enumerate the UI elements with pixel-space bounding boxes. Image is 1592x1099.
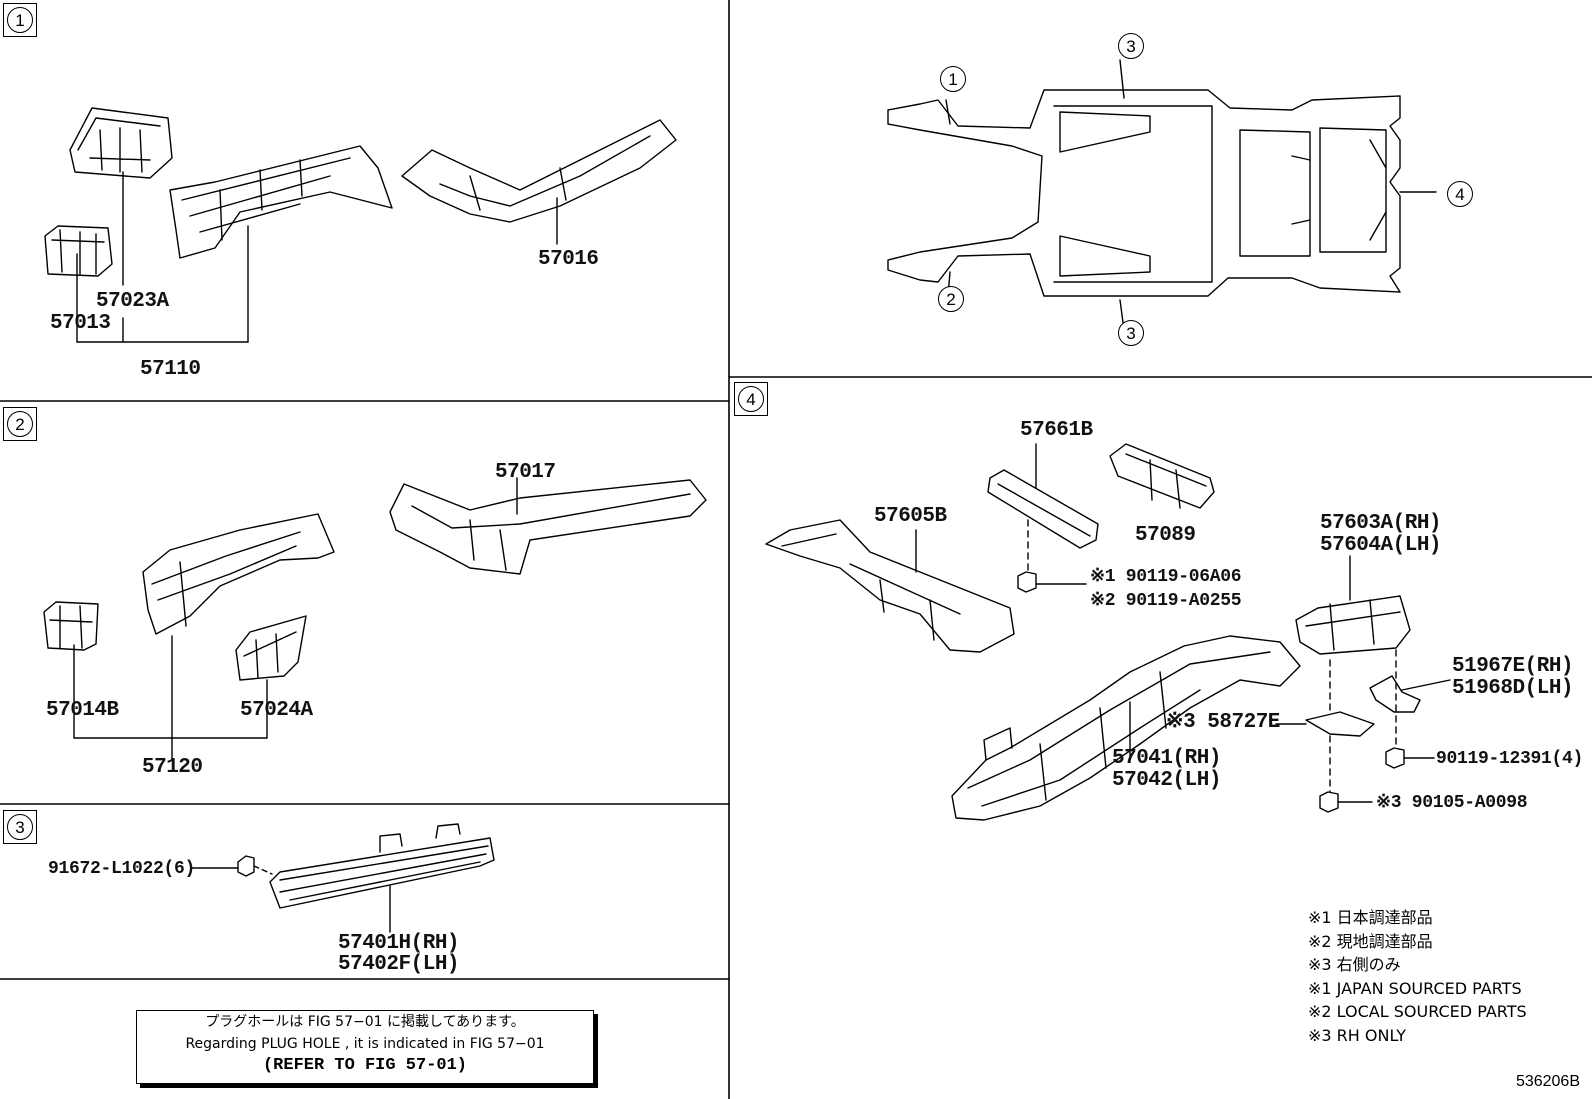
part-57402F-LH: 57402F(LH) (338, 953, 460, 976)
plug-hole-note: プラグホールは FIG 57−01 に掲載してあります。 Regarding P… (136, 1010, 594, 1084)
part-57089: 57089 (1135, 524, 1196, 547)
part-57023A: 57023A (96, 290, 169, 313)
part-57110: 57110 (140, 358, 201, 381)
part-57041-RH: 57041(RH) (1112, 747, 1221, 770)
part-90119-06A06: ※1 90119-06A06 (1090, 567, 1242, 587)
part-57017: 57017 (495, 461, 556, 484)
note-line-jp: プラグホールは FIG 57−01 に掲載してあります。 (205, 1014, 525, 1030)
legend-line: ※1 JAPAN SOURCED PARTS (1308, 978, 1522, 998)
part-57013: 57013 (50, 312, 111, 335)
note-line-en: Regarding PLUG HOLE , it is indicated in… (185, 1036, 545, 1052)
overview-callout-3-top: 3 (1118, 33, 1144, 59)
part-91672-L1022: 91672-L1022(6) (48, 859, 196, 879)
part-57042-LH: 57042(LH) (1112, 769, 1221, 792)
overview-callout-1: 1 (940, 66, 966, 92)
part-57016: 57016 (538, 248, 599, 271)
legend-line: ※3 右側のみ (1308, 955, 1401, 974)
note-line-refer: (REFER TO FIG 57-01) (262, 1056, 468, 1075)
section1-art (44, 107, 677, 343)
part-57605B: 57605B (874, 505, 947, 528)
legend-line: ※1 日本調達部品 (1308, 908, 1433, 927)
legend-line: ※2 現地調達部品 (1308, 931, 1433, 951)
legend-line: ※3 RH ONLY (1308, 1025, 1407, 1045)
figure-code: 536206B (1515, 1073, 1580, 1090)
part-57603A-RH: 57603A(RH) (1320, 512, 1442, 535)
section-3-marker: 3 (3, 810, 37, 844)
part-57604A-LH: 57604A(LH) (1320, 534, 1442, 557)
part-57401H-RH: 57401H(RH) (338, 932, 460, 955)
section-4-marker: 4 (734, 382, 768, 416)
legend-line: ※2 LOCAL SOURCED PARTS (1308, 1002, 1527, 1021)
part-51967E-RH: 51967E(RH) (1452, 655, 1574, 678)
part-57120: 57120 (142, 756, 203, 779)
overview-callout-3-bottom: 3 (1118, 320, 1144, 346)
part-58727E: ※3 58727E (1166, 711, 1280, 734)
part-90105-A0098: ※3 90105-A0098 (1376, 793, 1528, 813)
section4-art (765, 443, 1451, 821)
part-57661B: 57661B (1020, 419, 1093, 442)
section-1-marker: 1 (3, 3, 37, 37)
part-90119-12391: 90119-12391(4) (1436, 749, 1584, 769)
section3-art (191, 823, 495, 933)
part-51968D-LH: 51968D(LH) (1452, 677, 1574, 700)
overview-callout-4: 4 (1447, 181, 1473, 207)
overview-art (887, 59, 1437, 331)
part-57024A: 57024A (240, 699, 313, 722)
part-90119-A0255: ※2 90119-A0255 (1090, 591, 1242, 611)
overview-callout-2: 2 (938, 286, 964, 312)
part-57014B: 57014B (46, 699, 119, 722)
legend: ※1 日本調達部品 ※2 現地調達部品 ※3 右側のみ ※1 JAPAN SOURCE… (1308, 906, 1527, 1047)
section2-art (43, 477, 707, 761)
section-2-marker: 2 (3, 407, 37, 441)
